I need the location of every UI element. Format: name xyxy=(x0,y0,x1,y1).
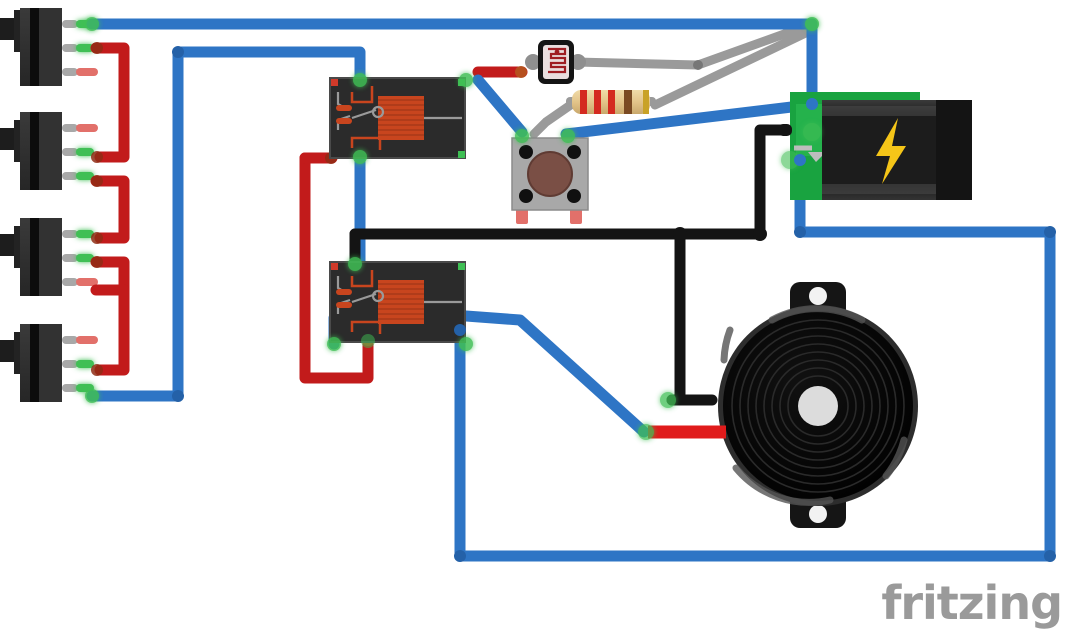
relay-2-schematic xyxy=(336,270,462,334)
buzzer-center-hole xyxy=(798,386,838,426)
relay-1-coil xyxy=(378,96,424,140)
wire-blue-outer-loop xyxy=(328,154,1056,562)
wire-red-chain-2 xyxy=(90,175,130,244)
relay-1-schematic xyxy=(336,86,462,150)
wire-black-junctions xyxy=(673,227,767,241)
wire-blue-relay2-to-buzzer xyxy=(460,310,650,438)
switch-1-pins[interactable] xyxy=(62,20,98,76)
wire-blue-junctions xyxy=(85,17,1056,562)
pushbutton-cap xyxy=(527,151,573,197)
relay-2-coil xyxy=(378,280,424,324)
relay-2-connectors[interactable] xyxy=(327,257,473,351)
relay-1-connectors[interactable] xyxy=(331,73,473,164)
fritzing-watermark: fritzing xyxy=(881,576,1063,630)
switch-2-pins[interactable] xyxy=(62,124,98,180)
gray-lead-bendpoint[interactable] xyxy=(693,60,703,70)
battery-module-1[interactable] xyxy=(778,17,972,200)
resistor-band-1 xyxy=(580,90,587,114)
wire-red-chain-1 xyxy=(90,42,130,163)
resistor-band-3 xyxy=(608,90,615,114)
wire-blue-switch4-to-relay1 xyxy=(86,46,366,402)
buzzer-black-lead-connector[interactable] xyxy=(660,392,676,408)
resistor-band-tolerance xyxy=(643,90,649,114)
ldr-zigzag-pattern xyxy=(548,47,567,74)
switch-group-1[interactable] xyxy=(0,8,98,86)
ldr-1[interactable] xyxy=(525,40,586,84)
switch-3-pins[interactable] xyxy=(62,230,98,286)
relay-2[interactable] xyxy=(327,257,473,351)
wire-buzzer-red-lead[interactable] xyxy=(638,424,726,440)
wire-red-group[interactable] xyxy=(90,42,528,384)
resistor-band-4 xyxy=(624,90,632,114)
switch-group-4[interactable] xyxy=(0,324,98,402)
wire-red-endcaps xyxy=(91,42,527,376)
resistor-1[interactable] xyxy=(566,90,656,114)
buzzer-1[interactable] xyxy=(718,282,918,528)
pushbutton-1[interactable] xyxy=(511,129,589,224)
wire-red-chain-4 xyxy=(90,284,130,376)
wire-red-relay-loop xyxy=(299,152,374,384)
switch-4-pins[interactable] xyxy=(62,336,98,392)
resistor-band-2 xyxy=(594,90,601,114)
buzzer-highlights xyxy=(720,305,908,506)
lightning-bolt-icon xyxy=(876,118,906,184)
switch-group-3[interactable] xyxy=(0,218,98,296)
buzzer-rings xyxy=(731,319,905,493)
relay-1[interactable] xyxy=(329,73,473,164)
wire-black-buzzer-branch xyxy=(666,228,686,406)
wire-blue-relay1-button xyxy=(472,74,528,138)
wire-gray-resistor-lead[interactable] xyxy=(529,25,817,139)
switch-group-2[interactable] xyxy=(0,112,98,190)
wire-black-bus xyxy=(349,124,788,240)
